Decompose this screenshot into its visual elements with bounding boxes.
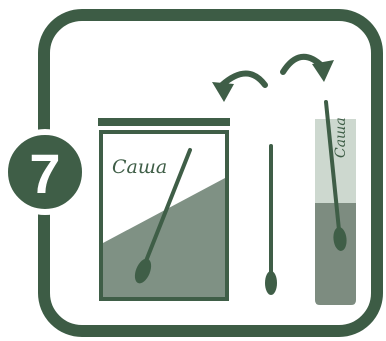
tube-label: Саша (333, 117, 349, 158)
step-number: 7 (29, 142, 60, 205)
bag-label: Саша (112, 156, 167, 178)
tube-liquid (315, 203, 356, 305)
step-badge: 7 (5, 132, 85, 212)
sample-bag: Саша (98, 118, 230, 299)
bag-zip-strip (98, 118, 230, 126)
sample-tube: Саша (315, 102, 356, 305)
loose-swab-tip (265, 271, 277, 295)
